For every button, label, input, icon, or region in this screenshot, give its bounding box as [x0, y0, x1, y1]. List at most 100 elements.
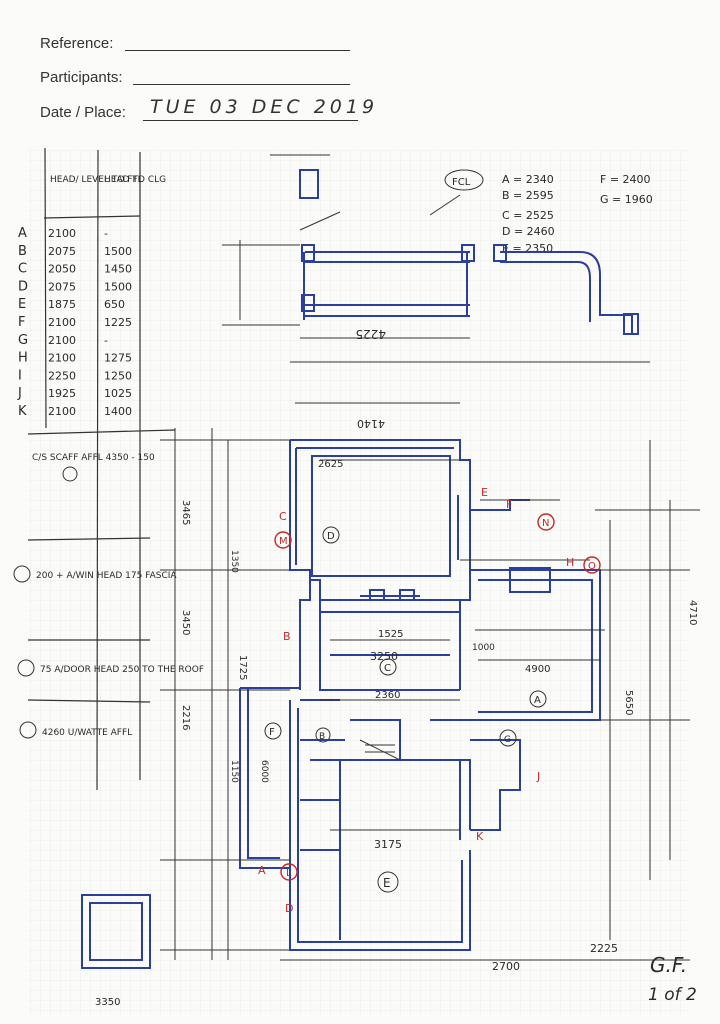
- dim-6000: 6000: [259, 760, 269, 783]
- row-head-level: 2100: [48, 334, 76, 347]
- room-circles: [264, 526, 547, 893]
- marker-l: L: [286, 868, 292, 879]
- participants-label: Participants:: [40, 69, 123, 86]
- row-letter: D: [18, 279, 28, 294]
- row-letter: C: [18, 262, 27, 277]
- note-m: 200 + A/WIN HEAD 175 FASCIA: [36, 571, 177, 581]
- row-head-clg: 1450: [104, 263, 132, 276]
- label-h: H: [566, 556, 574, 569]
- col2-header: HEAD TO CLG: [104, 175, 166, 185]
- dim-1000: 1000: [472, 643, 495, 653]
- marker-o: O: [588, 561, 596, 572]
- dim-3450: 3450: [180, 610, 191, 635]
- dim-1150: 1150: [229, 760, 239, 783]
- heights-title: FCL: [452, 177, 471, 188]
- reference-label: Reference:: [40, 35, 114, 52]
- row-head-level: 2075: [48, 245, 76, 258]
- height-b: B = 2595: [502, 189, 554, 202]
- row-head-clg: 650: [104, 298, 125, 311]
- height-a: A = 2340: [502, 173, 554, 186]
- dim-2225: 2225: [590, 942, 618, 955]
- date-place-line: [143, 120, 358, 121]
- row-letter: B: [18, 244, 27, 259]
- grid-paper: [28, 150, 688, 1015]
- participants-line: [133, 84, 350, 85]
- dim-1350: 1350: [229, 550, 239, 573]
- row-head-level: 2075: [48, 280, 76, 293]
- note-l: C/S SCAFF AFFL 4350 - 150: [32, 453, 155, 463]
- row-head-clg: 1500: [104, 280, 132, 293]
- row-letter: E: [18, 297, 26, 312]
- row-head-level: 2100: [48, 227, 76, 240]
- row-head-clg: 1400: [104, 405, 132, 418]
- height-g: G = 1960: [600, 193, 653, 206]
- label-f: F: [506, 498, 512, 511]
- row-head-level: 2050: [48, 263, 76, 276]
- dim-5650: 5650: [623, 690, 634, 715]
- label-e: E: [481, 486, 488, 499]
- height-c: C = 2525: [502, 209, 554, 222]
- notes-group: C/S SCAFF AFFL 4350 - 150 200 + A/WIN HE…: [13, 453, 204, 739]
- label-d: D: [285, 902, 293, 915]
- upper-dim-lines: [222, 154, 650, 404]
- date-place-label: Date / Place:: [40, 104, 126, 121]
- room-e: E: [383, 876, 391, 890]
- label-a: A: [258, 864, 266, 877]
- row-letter: G: [18, 333, 28, 348]
- ground-floor-dimension-lines: [160, 428, 700, 961]
- row-head-clg: 1225: [104, 316, 132, 329]
- dim-1725: 1725: [237, 655, 248, 680]
- row-head-clg: 1275: [104, 352, 132, 365]
- room-f: F: [269, 727, 275, 738]
- dim-3250: 3250: [370, 650, 398, 663]
- date-value: TUE 03 DEC 2019: [150, 96, 379, 118]
- height-e: E = 2350: [502, 242, 553, 255]
- sheet-label: G.F.: [650, 953, 687, 977]
- schedule-table-lines: [27, 147, 176, 791]
- row-head-level: 2100: [48, 316, 76, 329]
- note-o: 4260 U/WATTE AFFL: [42, 728, 132, 738]
- reference-line: [125, 50, 350, 51]
- note-n: 75 A/DOOR HEAD 250 TO THE ROOF: [40, 665, 204, 675]
- room-b: B: [319, 732, 325, 742]
- room-g: G: [504, 735, 511, 745]
- row-head-clg: -: [104, 227, 108, 240]
- dimension-labels: 3250 4900 3175 2700 2225 1525 2360 5650 …: [95, 459, 698, 1008]
- row-head-level: 2250: [48, 369, 76, 382]
- row-head-clg: -: [104, 334, 108, 347]
- dim-4710: 4710: [687, 600, 698, 625]
- dim-2700: 2700: [492, 960, 520, 973]
- label-k: K: [476, 830, 484, 843]
- label-c: C: [279, 510, 287, 523]
- dim-2625: 2625: [318, 459, 343, 470]
- row-head-level: 1925: [48, 387, 76, 400]
- row-letter: F: [18, 315, 25, 330]
- row-head-clg: 1250: [104, 369, 132, 382]
- marker-n: N: [542, 518, 549, 529]
- row-letter: K: [18, 404, 27, 419]
- row-letter: I: [18, 368, 22, 383]
- height-d: D = 2460: [502, 225, 555, 238]
- room-a: A: [534, 695, 541, 706]
- upper-wall-sketch: [299, 169, 639, 335]
- label-j: J: [536, 770, 540, 783]
- row-letter: H: [18, 351, 28, 366]
- label-b: B: [283, 630, 291, 643]
- dim-2360: 2360: [375, 690, 400, 701]
- room-c: C: [384, 663, 391, 674]
- dim-3175: 3175: [374, 838, 402, 851]
- dim-4900: 4900: [525, 664, 550, 675]
- dim-2216: 2216: [180, 705, 191, 730]
- height-f: F = 2400: [600, 173, 651, 186]
- row-head-clg: 1500: [104, 245, 132, 258]
- dim-3465: 3465: [180, 500, 191, 525]
- dim-upper-1: 4225: [355, 327, 386, 341]
- row-head-level: 1875: [48, 298, 76, 311]
- dim-3350: 3350: [95, 997, 120, 1008]
- row-head-level: 2100: [48, 352, 76, 365]
- col1-header: HEAD/ LEVEL TO FFL: [50, 175, 143, 185]
- marker-m: M: [279, 536, 288, 547]
